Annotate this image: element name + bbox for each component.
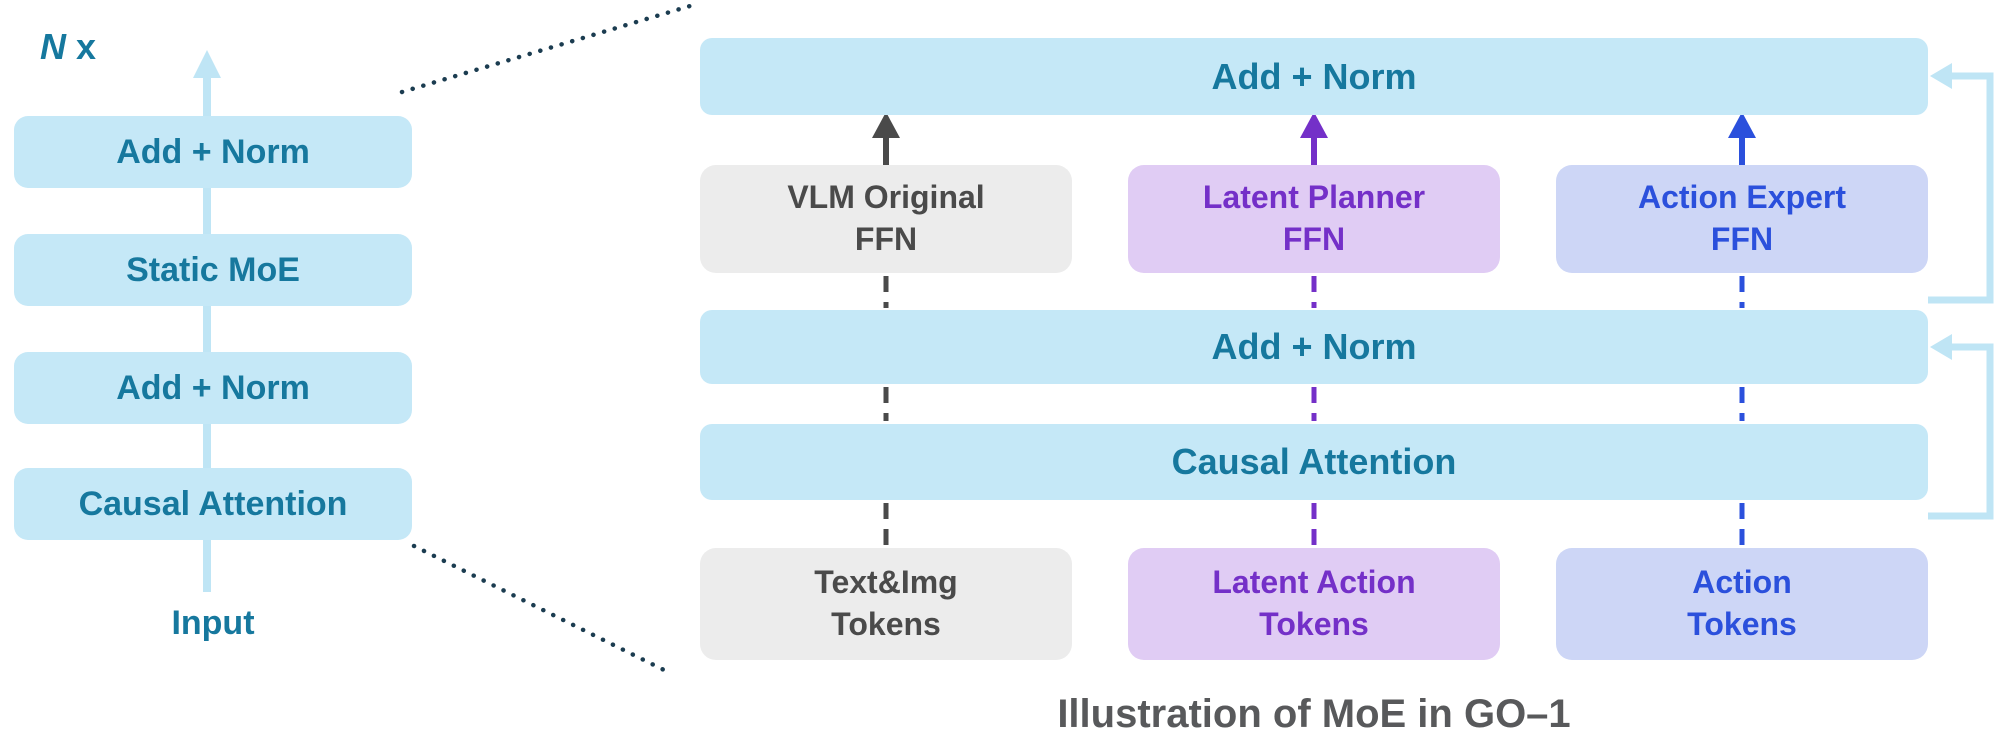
- repeat-count-label: N x: [40, 26, 96, 68]
- residual-connection-ffn: [1928, 63, 1994, 304]
- left-block-causal-attention: Causal Attention: [14, 468, 412, 540]
- expert-label-line2: FFN: [1282, 221, 1346, 257]
- expert-label-line1: Latent Planner: [1202, 179, 1426, 216]
- token-label-line1: Text&Img: [814, 564, 958, 601]
- left-arrowhead-icon: [1930, 63, 1952, 89]
- up-arrowhead-icon: [1728, 112, 1756, 138]
- left-arrowhead-icon: [1930, 334, 1952, 360]
- add-norm-bar-top: Add + Norm: [700, 38, 1928, 115]
- left-block-add-norm-top: Add + Norm: [14, 116, 412, 188]
- token-label-line1: Action: [1692, 564, 1792, 601]
- latent-planner-column-flow: [1300, 112, 1328, 545]
- token-label-line1: Latent Action: [1212, 564, 1416, 601]
- expert-label-line2: FFN: [1710, 221, 1774, 257]
- vlm-column-flow: [872, 112, 900, 545]
- input-label: Input: [171, 604, 255, 642]
- up-arrowhead-icon: [1300, 112, 1328, 138]
- repeat-x: x: [76, 26, 97, 67]
- action-expert-column-flow: [1728, 112, 1756, 545]
- up-arrowhead-icon: [872, 112, 900, 138]
- token-label-line2: Tokens: [831, 606, 941, 642]
- expert-label-line2: FFN: [854, 221, 918, 257]
- token-latent-action: Latent Action Tokens: [1128, 548, 1500, 660]
- token-label-line2: Tokens: [1259, 606, 1369, 642]
- repeat-n: N: [40, 26, 66, 67]
- expert-vlm-original-ffn: VLM Original FFN: [700, 165, 1072, 273]
- expert-label-line1: VLM Original: [787, 179, 985, 216]
- expert-action-expert-ffn: Action Expert FFN: [1556, 165, 1928, 273]
- token-action: Action Tokens: [1556, 548, 1928, 660]
- causal-attention-bar: Causal Attention: [700, 424, 1928, 500]
- add-norm-bar-mid: Add + Norm: [700, 310, 1928, 384]
- residual-connection-attention: [1928, 334, 1994, 520]
- token-text-img: Text&Img Tokens: [700, 548, 1072, 660]
- expert-label-line1: Action Expert: [1637, 179, 1847, 216]
- left-block-add-norm-bottom: Add + Norm: [14, 352, 412, 424]
- expert-latent-planner-ffn: Latent Planner FFN: [1128, 165, 1500, 273]
- up-arrowhead-icon: [193, 50, 221, 78]
- diagram-caption: Illustration of MoE in GO–1: [1057, 692, 1571, 736]
- zoom-expansion-dotted-lines: [399, 3, 693, 675]
- token-label-line2: Tokens: [1687, 606, 1797, 642]
- left-block-static-moe: Static MoE: [14, 234, 412, 306]
